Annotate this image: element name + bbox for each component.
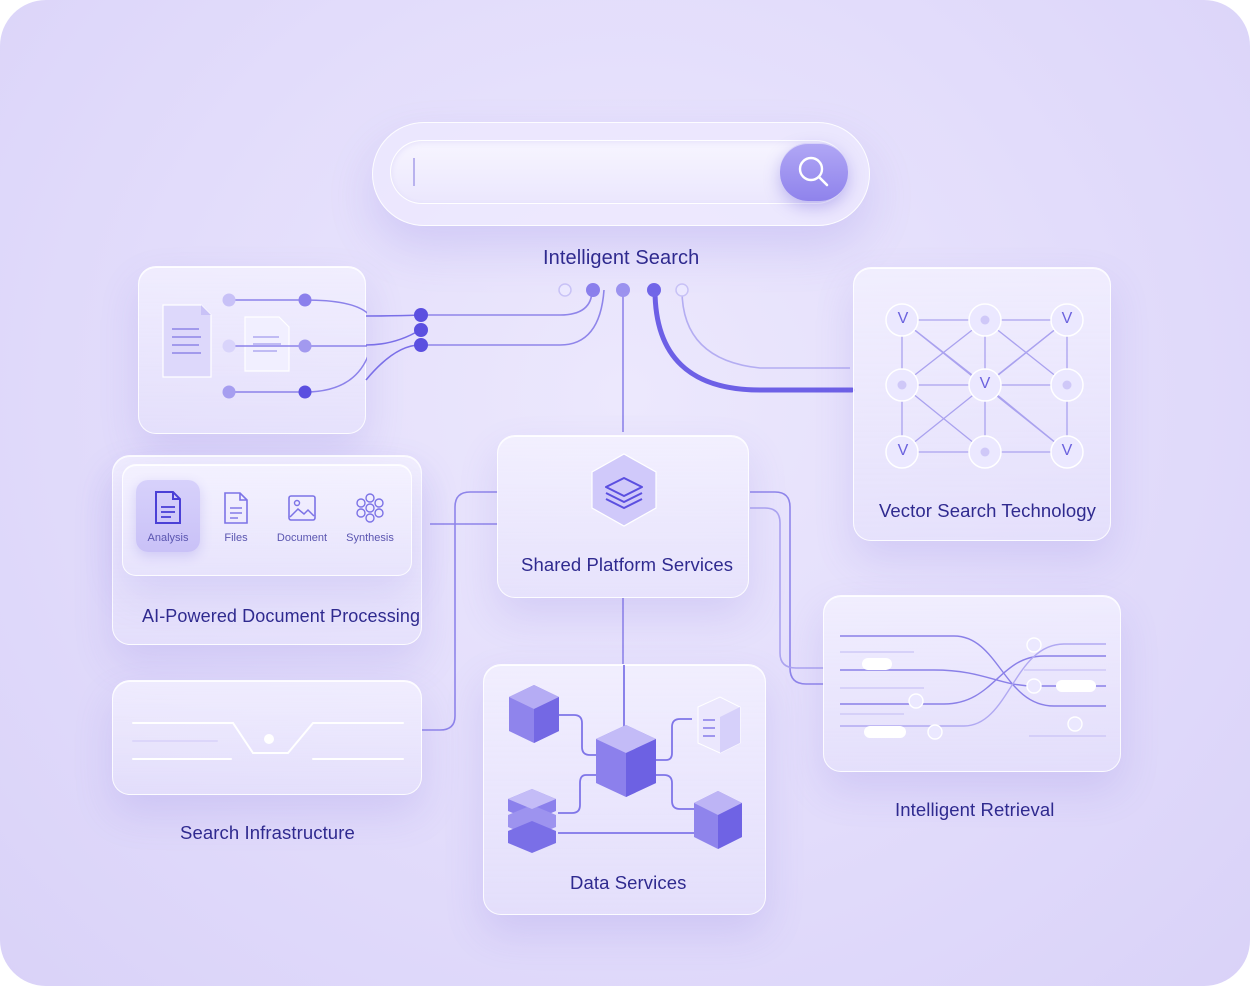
image-document-icon	[288, 495, 316, 521]
search-icon	[798, 156, 829, 187]
retrieval-flow-graphic	[840, 635, 1106, 740]
vector-node-label: V	[1061, 310, 1073, 327]
data-cube-icon	[509, 685, 559, 743]
doc-processing-title: AI-Powered Document Processing	[142, 606, 421, 626]
retrieval-panel	[823, 595, 1121, 772]
infra-signal-graphic	[132, 722, 404, 760]
data-services-title: Data Services	[570, 872, 687, 893]
document-flow-graphic	[162, 293, 372, 399]
tool-files[interactable]: Files	[204, 480, 268, 552]
vector-node-label: V	[897, 310, 909, 327]
search-title: Intelligent Search	[543, 247, 700, 269]
tool-document[interactable]: Document	[270, 480, 334, 552]
vector-search-title: Vector Search Technology	[879, 500, 1097, 521]
tool-label: Synthesis	[346, 532, 394, 544]
document-flow-panel	[138, 266, 372, 434]
synthesis-icon	[356, 493, 384, 523]
file-icon	[244, 316, 290, 372]
tool-synthesis[interactable]: Synthesis	[338, 480, 402, 552]
vector-graph	[885, 303, 1084, 469]
data-services-panel	[483, 664, 766, 915]
vector-node-label: V	[1061, 442, 1073, 459]
database-stack-icon	[508, 789, 556, 853]
layers-icon	[591, 453, 657, 527]
tool-label: Files	[224, 532, 248, 544]
shared-platform-panel	[497, 435, 749, 598]
file-icon	[224, 492, 248, 524]
data-hub-cube-icon	[596, 725, 656, 797]
search-infra-title: Search Infrastructure	[180, 822, 355, 843]
storage-cube-icon	[694, 791, 742, 849]
vector-node-label: V	[897, 442, 909, 459]
vector-search-panel: V V V V V	[853, 267, 1111, 541]
server-icon	[697, 696, 741, 754]
document-icon	[162, 304, 212, 378]
data-cluster-graphic	[508, 665, 742, 853]
retrieval-title: Intelligent Retrieval	[895, 799, 1055, 820]
text-cursor	[413, 158, 415, 186]
search-infra-panel	[112, 680, 422, 795]
vector-node-label: V	[979, 375, 991, 392]
search-button[interactable]	[780, 143, 848, 201]
document-analysis-icon	[155, 491, 181, 524]
tool-analysis[interactable]: Analysis	[136, 480, 200, 552]
tool-label: Analysis	[147, 532, 189, 544]
shared-platform-title: Shared Platform Services	[521, 554, 734, 575]
tool-label: Document	[276, 532, 328, 544]
